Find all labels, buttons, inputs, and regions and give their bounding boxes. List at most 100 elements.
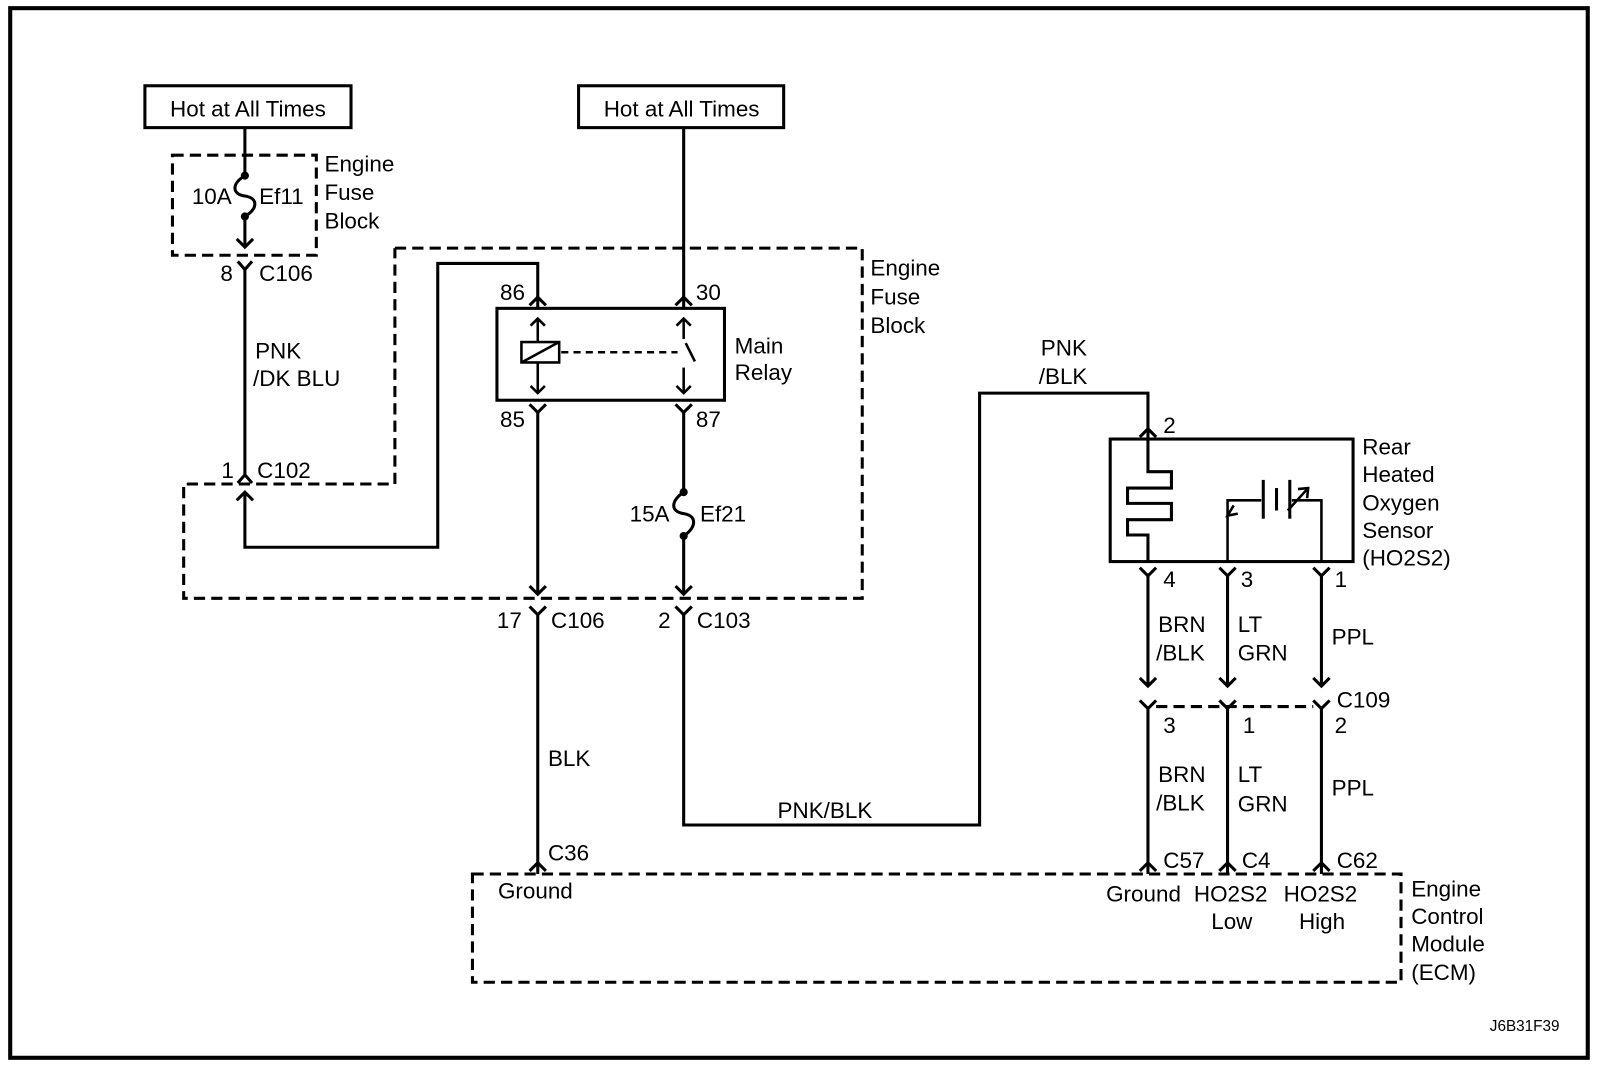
ecm-terminal-ground-left: Ground	[498, 879, 573, 904]
fuse-block-main-label-3: Block	[870, 313, 926, 338]
arrow-down-icon	[675, 385, 692, 395]
sensor-pin-3-y-icon	[1218, 566, 1237, 579]
sensor-label-5: (HO2S2)	[1362, 546, 1451, 571]
connector-id-label: C106	[259, 261, 313, 286]
relay-pin-30-label: 30	[696, 280, 721, 305]
wire-pnk-blk-lower-label: PNK/BLK	[778, 798, 873, 823]
fuse-ef21-icon	[672, 490, 696, 538]
ecm-terminal-ho2s2-high-sub: High	[1299, 909, 1345, 934]
fuse-block-small-label-2: Fuse	[324, 180, 374, 205]
power-source-center-label: Hot at All Times	[604, 96, 760, 121]
sensor-heater-element-icon	[1126, 439, 1173, 562]
relay-coil-icon	[520, 340, 561, 364]
connector-c109: C109 3 1 2	[1138, 688, 1391, 738]
connector-y-icon	[236, 260, 254, 272]
wire-ppl-lower-label: PPL	[1332, 775, 1374, 800]
arrow-head-icon	[1297, 486, 1310, 499]
arrow-down-icon	[674, 584, 693, 597]
fuse-block-main-label-1: Engine	[870, 256, 940, 281]
sensor-pin-2-chevron-icon	[1138, 426, 1158, 439]
wire-ppl-upper-label: PPL	[1332, 624, 1374, 649]
sensor-pin-1-label: 1	[1335, 567, 1347, 592]
arrow-down-icon	[528, 584, 548, 597]
relay-coil-diagonal	[520, 340, 560, 364]
arrow-down-icon	[1312, 676, 1331, 689]
relay-pin-87-y-icon	[674, 403, 693, 415]
arrow-up-icon	[675, 316, 692, 327]
sensor-pin-4-y-icon	[1138, 566, 1158, 579]
sensor-label-2: Heated	[1362, 462, 1434, 487]
sensor-signal-lead-left	[1226, 499, 1262, 562]
wire-brn-blk-upper-label-2: /BLK	[1156, 641, 1205, 666]
connector-c62-chevron-icon	[1312, 860, 1331, 873]
main-relay-box	[495, 306, 727, 402]
wire-brn-blk-upper-label-1: BRN	[1158, 612, 1205, 637]
fuse-ef11-id: Ef11	[259, 184, 303, 209]
connector-c103-pin2: 2 C103	[658, 605, 751, 633]
power-source-left-label: Hot at All Times	[170, 96, 326, 121]
fuse-block-small-label-3: Block	[324, 209, 380, 234]
ecm-terminal-ho2s2-low-name: HO2S2	[1194, 882, 1268, 907]
rear-heated-oxygen-sensor: Rear Heated Oxygen Sensor (HO2S2)	[1108, 434, 1451, 571]
wire-pnk-blk-upper-label-1: PNK	[1041, 335, 1087, 360]
sensor-label-1: Rear	[1362, 434, 1411, 459]
ecm-terminal-ground-right: Ground	[1106, 882, 1181, 907]
wire-lt-grn-lower-label-1: LT	[1238, 762, 1263, 787]
connector-c102: 1 C102	[221, 458, 311, 502]
sensor-box	[1108, 437, 1355, 564]
wire-brn-blk-lower-label-1: BRN	[1158, 762, 1205, 787]
connector-c106-pin17: 17 C106	[497, 605, 605, 633]
sensor-label-4: Sensor	[1362, 518, 1434, 543]
ecm-label-2: Control	[1411, 904, 1483, 929]
wire-lt-grn-upper-label-1: LT	[1238, 612, 1263, 637]
wire-c102-to-relay-86	[243, 261, 540, 549]
power-source-center-box	[577, 84, 786, 130]
power-source-left-box	[143, 84, 353, 130]
connector-c102-id: C102	[257, 458, 311, 483]
sensor-output-pins: 4 3 1	[1138, 566, 1347, 592]
connector-c109-pin-2: 2	[1335, 713, 1347, 738]
fuse-ef21-rating: 15A	[630, 502, 670, 527]
sensor-signal-lead-right	[1291, 499, 1323, 562]
relay-pin-86-chevron-icon	[528, 294, 548, 307]
connector-id-label: C103	[697, 608, 751, 633]
engine-fuse-block-main: Engine Fuse Block	[182, 246, 940, 600]
arrow-down-icon	[1218, 676, 1237, 689]
fuse-ef11-rating: 10A	[192, 184, 232, 209]
connector-y-icon	[1138, 699, 1158, 711]
terminal-c4-id: C4	[1242, 848, 1271, 873]
wire-lt-grn-upper-label-2: GRN	[1238, 641, 1288, 666]
relay-pin-30-chevron-icon	[674, 294, 693, 307]
relay-pin-87-label: 87	[696, 407, 721, 432]
ecm-label-4: (ECM)	[1411, 960, 1476, 985]
sensor-pin-2-label: 2	[1163, 413, 1175, 438]
connector-id-label: C106	[551, 608, 605, 633]
connector-y-icon	[1312, 699, 1331, 711]
connector-c109-id: C109	[1337, 688, 1391, 713]
main-relay-label-1: Main	[735, 333, 784, 358]
relay-pin-85-y-icon	[528, 403, 548, 415]
connector-y-icon	[674, 605, 693, 617]
arrow-down-icon	[235, 237, 255, 250]
wire-pnk-dk-blu-label-1: PNK	[255, 338, 301, 363]
fuse-ef21-id: Ef21	[700, 502, 746, 527]
connector-pin-label: 8	[220, 261, 232, 286]
ecm-terminal-ho2s2-low-sub: Low	[1211, 909, 1253, 934]
terminal-c36-id: C36	[548, 841, 589, 866]
sensor-pin-3-label: 3	[1241, 567, 1253, 592]
relay-pin-86-label: 86	[500, 280, 525, 305]
fuse-ef11-icon	[233, 174, 257, 218]
ecm-terminal-ho2s2-high-name: HO2S2	[1284, 882, 1358, 907]
connector-up-chevron-icon	[236, 472, 254, 484]
wire-brn-blk-lower-label-2: /BLK	[1156, 791, 1205, 816]
sensor-pin-1-y-icon	[1312, 566, 1331, 579]
terminal-c62-id: C62	[1337, 848, 1378, 873]
fuse-ef21: 15A Ef21	[630, 488, 746, 541]
ecm-outline	[470, 872, 1403, 984]
connector-y-icon	[528, 605, 548, 617]
figure-id: J6B31F39	[1490, 1018, 1560, 1035]
power-source-left: Hot at All Times	[143, 84, 353, 130]
power-source-center: Hot at All Times	[577, 84, 786, 130]
arrow-up-icon	[529, 316, 546, 327]
connector-c106-pin8: 8 C106	[220, 260, 313, 286]
